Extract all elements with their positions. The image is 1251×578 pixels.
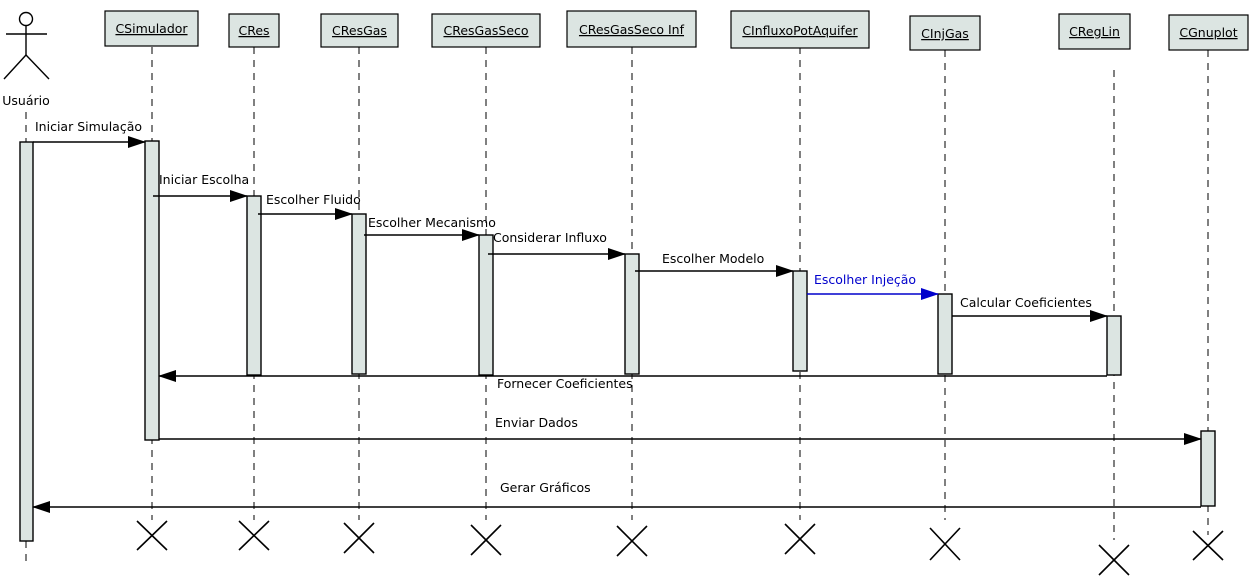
- message-escolher-mecanismo[interactable]: Escolher Mecanismo: [364, 215, 496, 241]
- activation-cres: [246, 195, 262, 376]
- destroy-cgnuplot: [1192, 530, 1224, 561]
- messages: Iniciar Simulação Iniciar Escolha Escolh…: [32, 119, 1202, 513]
- svg-text:CInfluxoPotAquifer: CInfluxoPotAquifer: [742, 23, 858, 38]
- destroy-cresgassecoinf: [616, 525, 648, 557]
- svg-text:Escolher Injeção: Escolher Injeção: [814, 272, 916, 287]
- svg-text:CResGas: CResGas: [332, 23, 387, 38]
- message-iniciar-simulacao[interactable]: Iniciar Simulação: [33, 119, 146, 148]
- svg-text:CGnuplot: CGnuplot: [1179, 25, 1237, 40]
- class-box-cinjgas[interactable]: CInjGas: [909, 15, 981, 51]
- message-considerar-influxo[interactable]: Considerar Influxo: [488, 230, 626, 260]
- class-box-cres[interactable]: CRes: [228, 13, 280, 48]
- class-box-cresgas[interactable]: CResGas: [320, 13, 399, 48]
- svg-text:CSimulador: CSimulador: [115, 21, 188, 36]
- svg-text:CRegLin: CRegLin: [1069, 24, 1120, 39]
- actor-leg-right: [25, 54, 50, 80]
- class-box-cresgassecoinf[interactable]: CResGasSeco Inf: [566, 10, 697, 48]
- svg-text:Enviar Dados: Enviar Dados: [495, 415, 578, 430]
- message-iniciar-escolha[interactable]: Iniciar Escolha: [153, 172, 249, 202]
- actor-usuario: Usuário: [2, 11, 50, 108]
- svg-text:Calcular Coeficientes: Calcular Coeficientes: [960, 295, 1092, 310]
- class-box-csimulador[interactable]: CSimulador: [104, 10, 199, 47]
- svg-text:CInjGas: CInjGas: [921, 26, 969, 41]
- activation-usuario: [19, 141, 34, 542]
- svg-text:CResGasSeco: CResGasSeco: [443, 23, 528, 38]
- destroy-creglin: [1098, 544, 1130, 576]
- svg-text:Considerar Influxo: Considerar Influxo: [493, 230, 607, 245]
- actor-head: [18, 11, 34, 27]
- message-fornecer-coeficientes[interactable]: Fornecer Coeficientes: [158, 370, 1107, 391]
- activation-cresgas: [351, 213, 367, 375]
- svg-text:CRes: CRes: [238, 23, 269, 38]
- class-box-cgnuplot[interactable]: CGnuplot: [1168, 14, 1249, 51]
- svg-text:Escolher Modelo: Escolher Modelo: [662, 251, 764, 266]
- svg-text:Escolher Fluido: Escolher Fluido: [266, 192, 361, 207]
- activation-bars: [19, 140, 1216, 542]
- svg-text:Gerar Gráficos: Gerar Gráficos: [500, 480, 591, 495]
- activation-cresgasseco: [478, 234, 494, 376]
- destroy-csimulador: [136, 520, 168, 551]
- message-escolher-fluido[interactable]: Escolher Fluido: [258, 192, 361, 220]
- actor-leg-left: [3, 54, 27, 80]
- destroy-cinfluxopotaquifer: [784, 523, 816, 555]
- svg-text:Iniciar Escolha: Iniciar Escolha: [159, 172, 249, 187]
- class-box-creglin[interactable]: CRegLin: [1058, 13, 1131, 50]
- activation-cresgassecoinf: [624, 253, 640, 375]
- activation-cgnuplot: [1200, 430, 1216, 507]
- svg-text:Fornecer Coeficientes: Fornecer Coeficientes: [497, 376, 633, 391]
- message-enviar-dados[interactable]: Enviar Dados: [159, 415, 1202, 445]
- svg-text:Escolher Mecanismo: Escolher Mecanismo: [368, 215, 496, 230]
- destroy-cresgasseco: [470, 524, 502, 556]
- svg-text:Iniciar Simulação: Iniciar Simulação: [35, 119, 142, 134]
- activation-cinfluxopotaquifer: [792, 270, 808, 372]
- activation-creglin: [1106, 315, 1122, 376]
- destroy-cinjgas: [929, 527, 961, 561]
- activation-cinjgas: [937, 293, 953, 375]
- activation-csimulador: [144, 140, 160, 441]
- svg-text:CResGasSeco Inf: CResGasSeco Inf: [579, 22, 685, 37]
- class-headers: CSimulador CRes CResGas CResGasSeco CRes…: [104, 10, 1249, 51]
- class-box-cinfluxopotaquifer[interactable]: CInfluxoPotAquifer: [730, 10, 870, 49]
- destroy-cres: [238, 520, 270, 551]
- message-escolher-injecao[interactable]: Escolher Injeção: [807, 272, 939, 300]
- message-calcular-coeficientes[interactable]: Calcular Coeficientes: [952, 295, 1108, 322]
- destroy-cresgas: [343, 522, 375, 554]
- message-escolher-modelo[interactable]: Escolher Modelo: [635, 251, 794, 277]
- destruction-markers: [136, 520, 1224, 576]
- class-box-cresgasseco[interactable]: CResGasSeco: [431, 13, 541, 48]
- actor-label: Usuário: [2, 93, 50, 108]
- message-gerar-graficos[interactable]: Gerar Gráficos: [32, 480, 1201, 513]
